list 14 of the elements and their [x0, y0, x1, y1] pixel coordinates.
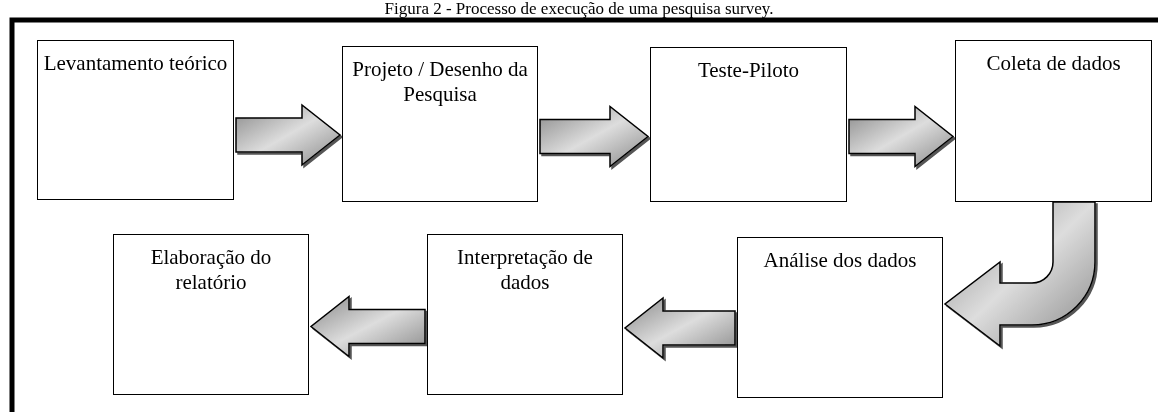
process-box: Levantamento teórico: [37, 40, 234, 200]
process-box: Teste-Piloto: [650, 47, 847, 202]
process-box: Coleta de dados: [955, 40, 1152, 202]
block-arrow: [235, 103, 342, 167]
block-arrow: [309, 294, 426, 359]
block-arrow: [848, 104, 955, 169]
process-box: Projeto / Desenho da Pesquisa: [342, 46, 538, 202]
block-arrow: [623, 296, 736, 360]
block-arrow: [944, 201, 1096, 347]
process-box: Elaboração do relatório: [113, 234, 309, 395]
process-box: Interpretação de dados: [427, 234, 623, 395]
figure-title: Figura 2 - Processo de execução de uma pesquisa survey.: [383, 0, 775, 18]
process-box: Análise dos dados: [737, 237, 943, 398]
block-arrow: [539, 104, 650, 169]
